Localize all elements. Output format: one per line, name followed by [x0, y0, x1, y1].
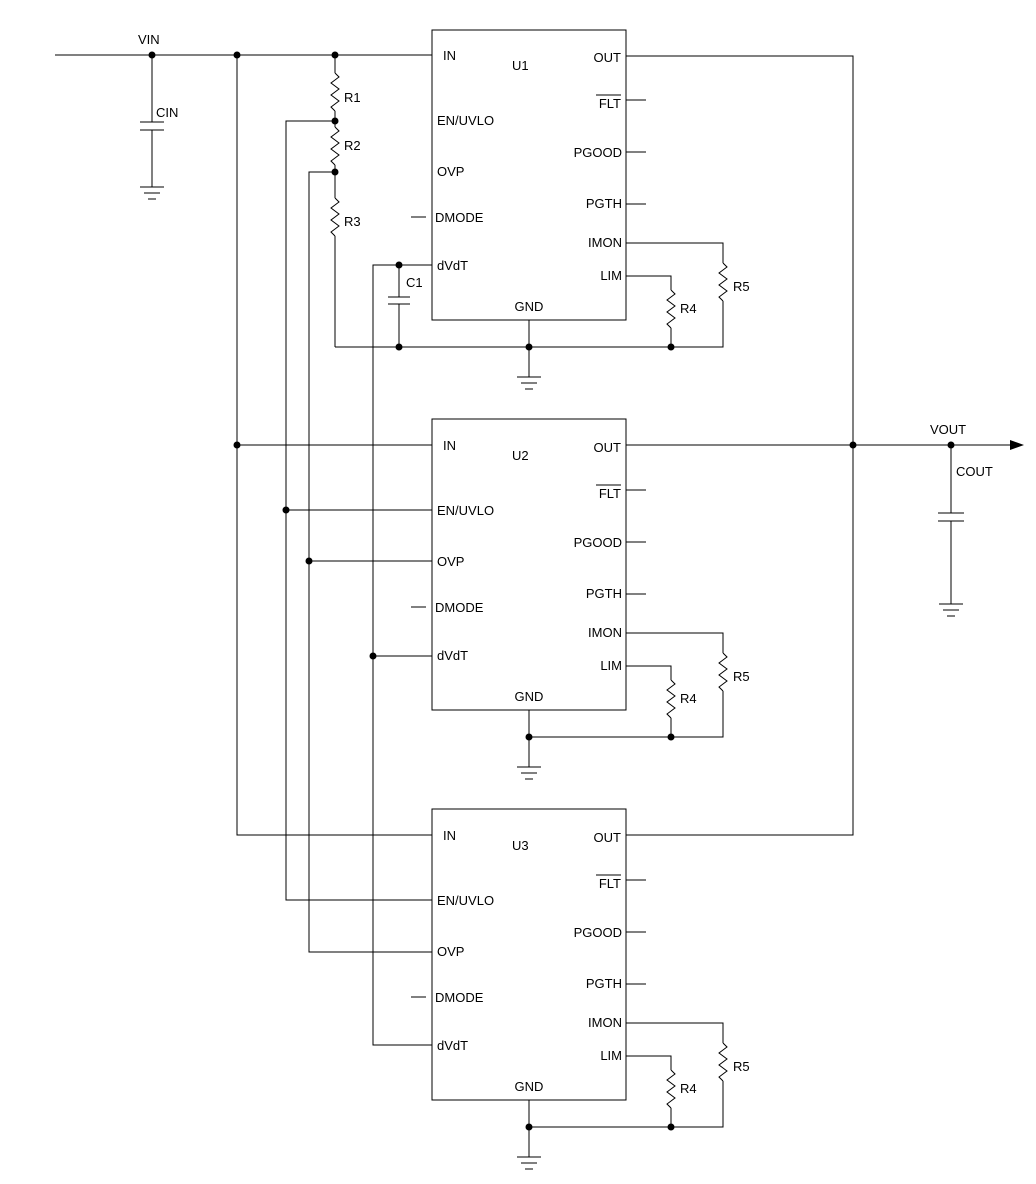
r2-resistor: [330, 126, 340, 166]
u1-pin-ovp: OVP: [437, 164, 464, 179]
r1-label: R1: [344, 90, 361, 105]
u2-ground-icon: [517, 766, 541, 780]
u2-pin-pgth: PGTH: [586, 586, 622, 601]
u2-pin-dmode: DMODE: [435, 600, 484, 615]
u2-pin-out: OUT: [594, 440, 622, 455]
u2-r5-label: R5: [733, 669, 750, 684]
u1-r5-label: R5: [733, 279, 750, 294]
u1-pin-gnd: GND: [515, 299, 544, 314]
u2-r4-label: R4: [680, 691, 697, 706]
u1-lim-wire: [626, 275, 672, 290]
u1-r5-resistor: [718, 262, 728, 302]
u2-imon-wire: [626, 632, 724, 653]
global-wiring: VIN VOUT CIN COUT R1 R2 R3 C1: [55, 32, 1024, 1046]
u3-pin-dmode: DMODE: [435, 990, 484, 1005]
u1-pin-lim: LIM: [600, 268, 622, 283]
u2-pin-lim: LIM: [600, 658, 622, 673]
u2-pin-pgood: PGOOD: [574, 535, 622, 550]
u3-imon-wire: [626, 1022, 724, 1043]
c1-label: C1: [406, 275, 423, 290]
u1-ground-icon: [517, 376, 541, 390]
r3-resistor: [330, 197, 340, 237]
u2-pin-ovp: OVP: [437, 554, 464, 569]
u1-pin-in: IN: [443, 48, 456, 63]
vin-bus: [236, 55, 432, 836]
vin-label: VIN: [138, 32, 160, 47]
u2-pin-en: EN/UVLO: [437, 503, 494, 518]
u1-ref-label: U1: [512, 58, 529, 73]
cin-capacitor: [140, 55, 164, 187]
u3-pin-gnd: GND: [515, 1079, 544, 1094]
u3-pin-out: OUT: [594, 830, 622, 845]
u1-pin-pgood: PGOOD: [574, 145, 622, 160]
cout-ground-icon: [939, 603, 963, 617]
u1-pin-dmode: DMODE: [435, 210, 484, 225]
u3-pin-en: EN/UVLO: [437, 893, 494, 908]
c1-capacitor: [388, 265, 410, 347]
u3-lim-wire: [626, 1055, 672, 1070]
u3-pin-dvdt: dVdT: [437, 1038, 468, 1053]
cout-label: COUT: [956, 464, 993, 479]
u1-pin-pgth: PGTH: [586, 196, 622, 211]
u3-ref-label: U3: [512, 838, 529, 853]
u3-pin-ovp: OVP: [437, 944, 464, 959]
dvdt-bus: [372, 264, 432, 1046]
u1-pin-imon: IMON: [588, 235, 622, 250]
u2-pin-flt: FLT: [599, 486, 621, 501]
r3-label: R3: [344, 214, 361, 229]
u2-r5-resistor: [718, 652, 728, 692]
unit-u3: U3 IN EN/UVLO OVP DMODE dVdT OUT FLT PGO…: [411, 808, 750, 1170]
u1-r4-label: R4: [680, 301, 697, 316]
r2-label: R2: [344, 138, 361, 153]
u2-r4-resistor: [666, 679, 676, 719]
unit-u2: U2 IN EN/UVLO OVP DMODE dVdT OUT FLT PGO…: [411, 418, 750, 780]
u1-pin-out: OUT: [594, 50, 622, 65]
u3-pin-flt: FLT: [599, 876, 621, 891]
u1-r4-resistor: [666, 289, 676, 329]
u2-pin-imon: IMON: [588, 625, 622, 640]
u1-imon-wire: [626, 242, 724, 263]
u2-pin-in: IN: [443, 438, 456, 453]
u3-pin-imon: IMON: [588, 1015, 622, 1030]
junction-dots: [148, 51, 955, 660]
u2-ref-label: U2: [512, 448, 529, 463]
u3-pin-pgth: PGTH: [586, 976, 622, 991]
vout-label: VOUT: [930, 422, 966, 437]
u3-pin-lim: LIM: [600, 1048, 622, 1063]
u2-pin-dvdt: dVdT: [437, 648, 468, 663]
u3-pin-in: IN: [443, 828, 456, 843]
u3-pin-pgood: PGOOD: [574, 925, 622, 940]
cout-capacitor: [938, 445, 964, 604]
u1-ic-body: [431, 29, 627, 321]
u2-pin-stubs: [411, 489, 646, 608]
u1-pin-stubs: [411, 99, 646, 218]
u2-lim-wire: [626, 665, 672, 680]
u3-r4-resistor: [666, 1069, 676, 1109]
u3-r5-resistor: [718, 1042, 728, 1082]
u3-r4-label: R4: [680, 1081, 697, 1096]
u1-pin-dvdt: dVdT: [437, 258, 468, 273]
r1-resistor: [330, 72, 340, 112]
u2-ic-body: [431, 418, 627, 711]
u2-pin-gnd: GND: [515, 689, 544, 704]
u3-ground-icon: [517, 1156, 541, 1170]
u1-pin-flt: FLT: [599, 96, 621, 111]
cin-label: CIN: [156, 105, 178, 120]
vout-arrow: [1010, 440, 1024, 450]
cin-ground-icon: [140, 186, 164, 200]
u1-pin-en: EN/UVLO: [437, 113, 494, 128]
u3-r5-label: R5: [733, 1059, 750, 1074]
u3-pin-stubs: [411, 879, 646, 998]
unit-u1: U1 IN EN/UVLO OVP DMODE dVdT OUT FLT PGO…: [335, 29, 750, 390]
u3-ic-body: [431, 808, 627, 1101]
